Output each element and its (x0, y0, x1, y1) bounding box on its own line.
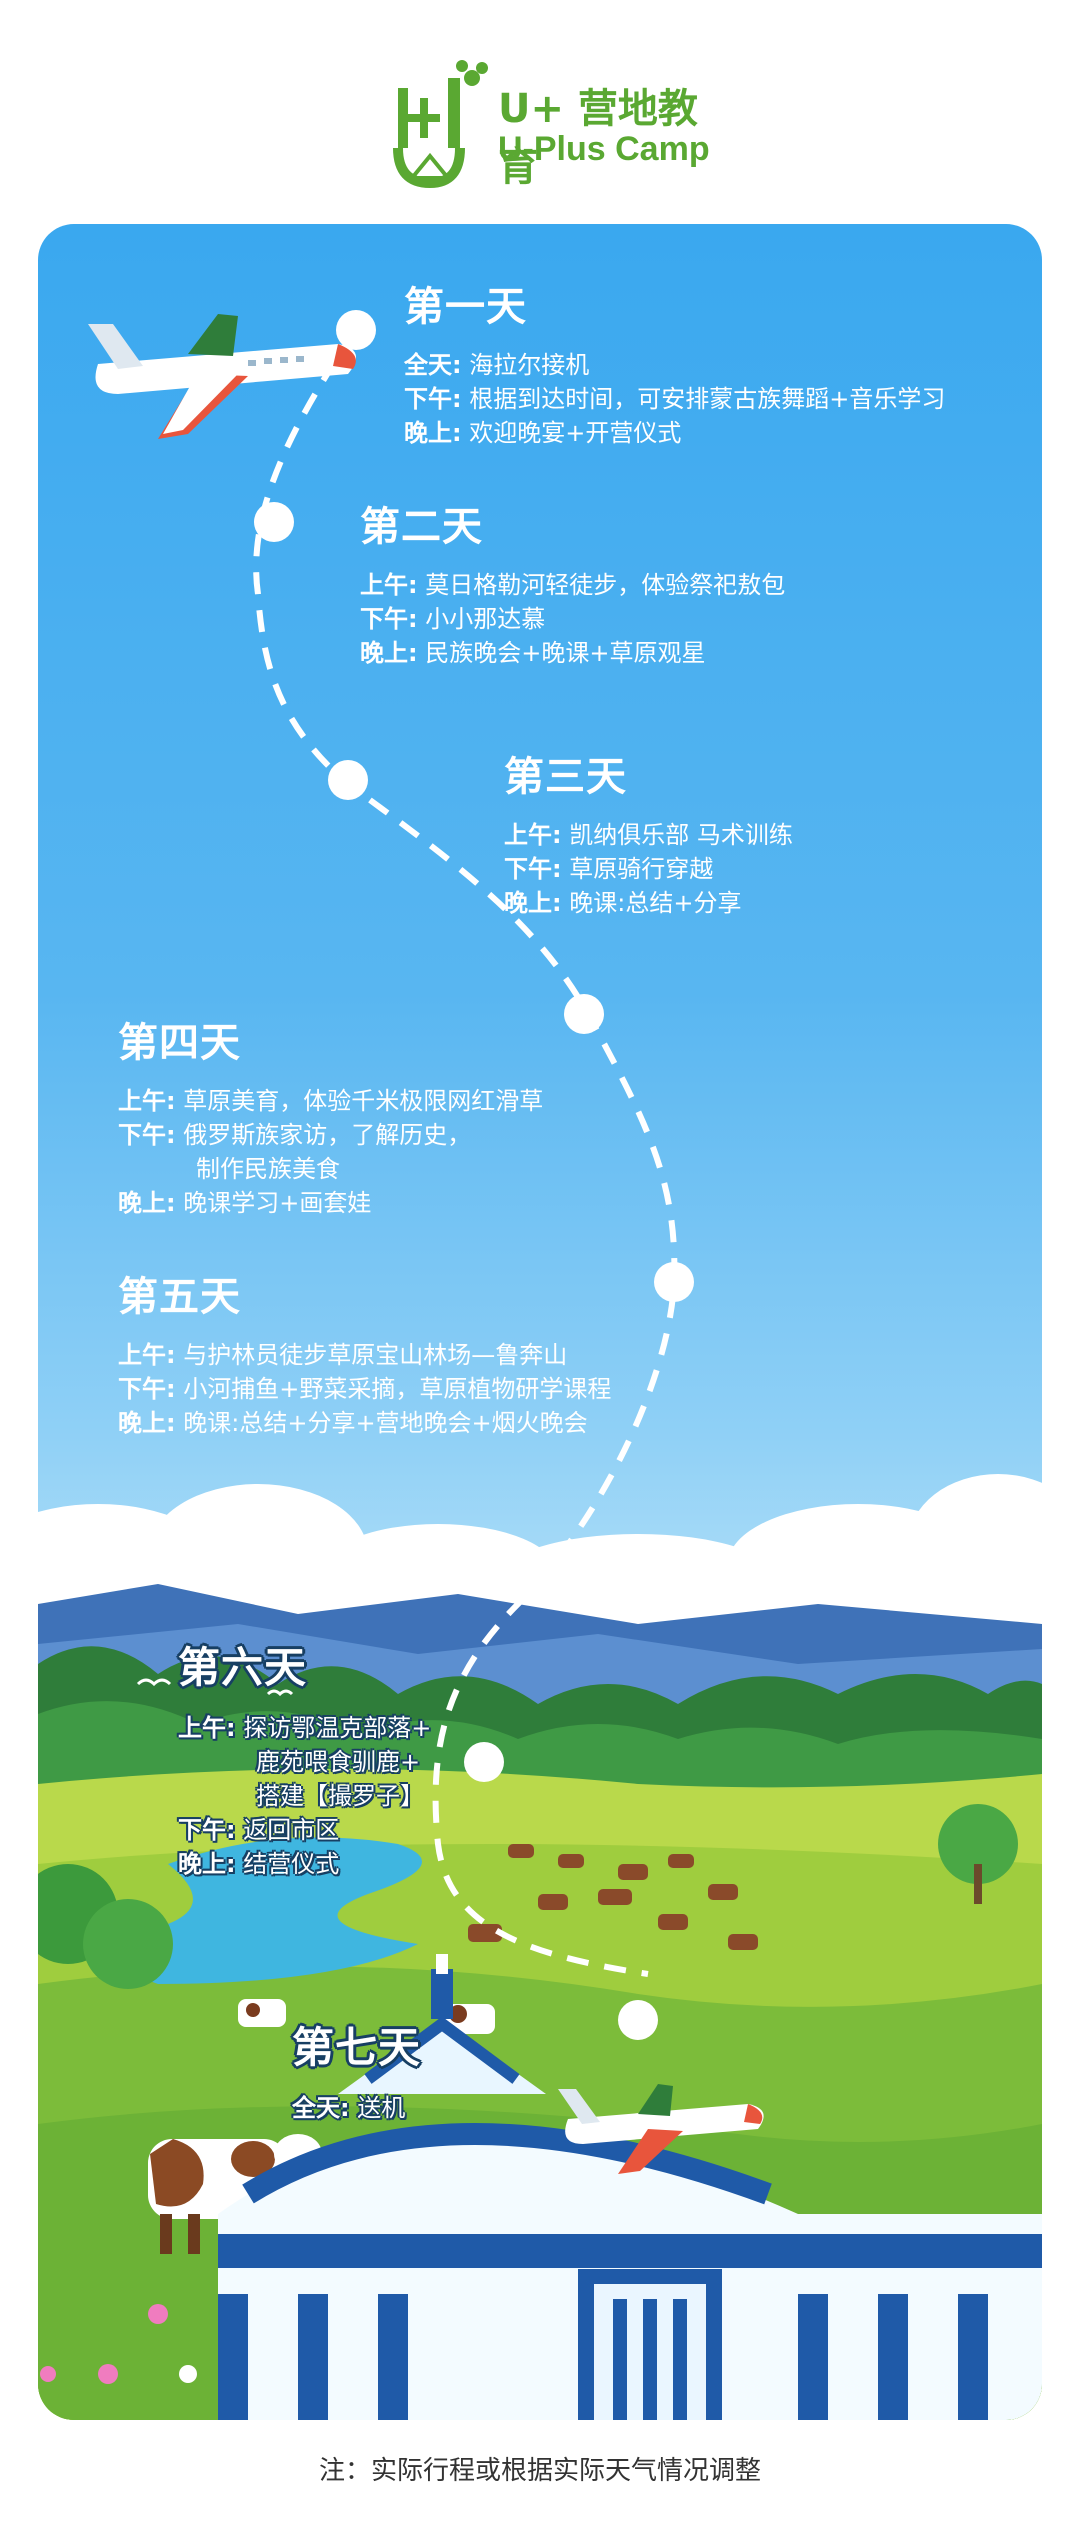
day-title: 第五天 (118, 1274, 241, 1320)
landscape-illustration (38, 310, 1042, 2420)
yurt-illustration (218, 1954, 1042, 2420)
item-label: 上午: (118, 1087, 176, 1115)
item-label: 全天: (404, 351, 462, 379)
item-text: 凯纳俱乐部 马术训练 (569, 821, 793, 849)
item-text: 民族晚会+晚课+草原观星 (425, 639, 706, 667)
item-text: 草原骑行穿越 (569, 855, 714, 883)
day-2-section: 第二天 上午: 莫日格勒河轻徒步，体验祭祀敖包 下午: 小小那达慕 晚上: 民族… (360, 494, 785, 670)
item-text: 海拉尔接机 (469, 351, 590, 379)
item-text: 欢迎晚宴+开营仪式 (469, 419, 682, 447)
itinerary-card: 第一天 全天: 海拉尔接机 下午: 根据到达时间，可安排蒙古族舞蹈+音乐学习 晚… (38, 224, 1042, 2420)
item-label: 全天: (292, 2094, 350, 2122)
item-text: 晚课:总结+分享+营地晚会+烟火晚会 (183, 1409, 588, 1437)
item-label: 下午: (504, 855, 562, 883)
item-label: 晚上: (404, 419, 462, 447)
item-text-continued: 搭建【撮罗子】 (256, 1782, 424, 1810)
item-text-continued: 制作民族美食 (196, 1155, 340, 1183)
item-label: 上午: (178, 1714, 236, 1742)
item-label: 上午: (360, 571, 418, 599)
route-stops (254, 310, 694, 2040)
item-text: 与护林员徒步草原宝山林场—鲁奔山 (183, 1341, 568, 1369)
item-text: 送机 (357, 2094, 406, 2122)
item-label: 下午: (178, 1816, 236, 1844)
item-label: 晚上: (178, 1850, 236, 1878)
brand-name-en: U-Plus Camp (498, 130, 710, 168)
brand-logo: U+ 营地教育 U-Plus Camp (390, 58, 710, 198)
item-text: 探访鄂温克部落+ (243, 1714, 432, 1742)
airplane-icon-2 (558, 2084, 764, 2174)
item-text: 俄罗斯族家访，了解历史， (183, 1121, 472, 1149)
day-6-section: 第六天 上午: 探访鄂温克部落+ 鹿苑喂食驯鹿+ 搭建【撮罗子】 下午: 返回市… (178, 1634, 431, 1881)
item-text: 小河捕鱼+野菜采摘，草原植物研学课程 (183, 1375, 612, 1403)
item-text: 返回市区 (243, 1816, 340, 1844)
item-label: 晚上: (118, 1189, 176, 1217)
airplane-icon (88, 314, 356, 439)
item-text: 根据到达时间，可安排蒙古族舞蹈+音乐学习 (469, 385, 946, 413)
day-1-section: 第一天 全天: 海拉尔接机 下午: 根据到达时间，可安排蒙古族舞蹈+音乐学习 晚… (404, 274, 945, 450)
day-title: 第七天 (292, 2023, 422, 2072)
day-title: 第六天 (178, 1643, 308, 1692)
item-label: 下午: (404, 385, 462, 413)
brand-name-cn: U+ 营地教育 (498, 86, 698, 190)
item-label: 上午: (504, 821, 562, 849)
item-text-continued: 鹿苑喂食驯鹿+ (256, 1748, 421, 1776)
day-3-section: 第三天 上午: 凯纳俱乐部 马术训练 下午: 草原骑行穿越 晚上: 晚课:总结+… (504, 744, 793, 920)
item-label: 晚上: (504, 889, 562, 917)
day-7-section: 第七天 全天: 送机 (292, 2014, 421, 2125)
day-4-section: 第四天 上午: 草原美育，体验千米极限网红滑草 下午: 俄罗斯族家访，了解历史，… (118, 1010, 543, 1220)
footnote: 注：实际行程或根据实际天气情况调整 (318, 2456, 761, 2486)
item-label: 晚上: (360, 639, 418, 667)
route-path (253, 328, 678, 1977)
item-text: 小小那达慕 (425, 605, 546, 633)
item-label: 晚上: (118, 1409, 176, 1437)
day-title: 第一天 (404, 284, 527, 330)
uplus-emblem-icon (393, 60, 488, 189)
day-title: 第三天 (504, 754, 627, 800)
item-text: 晚课:总结+分享 (569, 889, 742, 917)
item-text: 草原美育，体验千米极限网红滑草 (183, 1087, 544, 1115)
day-title: 第四天 (118, 1020, 241, 1066)
item-label: 下午: (118, 1121, 176, 1149)
item-text: 晚课学习+画套娃 (183, 1189, 372, 1217)
day-5-section: 第五天 上午: 与护林员徒步草原宝山林场—鲁奔山 下午: 小河捕鱼+野菜采摘，草… (118, 1264, 611, 1440)
item-label: 下午: (118, 1375, 176, 1403)
item-label: 下午: (360, 605, 418, 633)
item-text: 结营仪式 (243, 1850, 340, 1878)
item-label: 上午: (118, 1341, 176, 1369)
day-title: 第二天 (360, 504, 483, 550)
item-text: 莫日格勒河轻徒步，体验祭祀敖包 (425, 571, 786, 599)
